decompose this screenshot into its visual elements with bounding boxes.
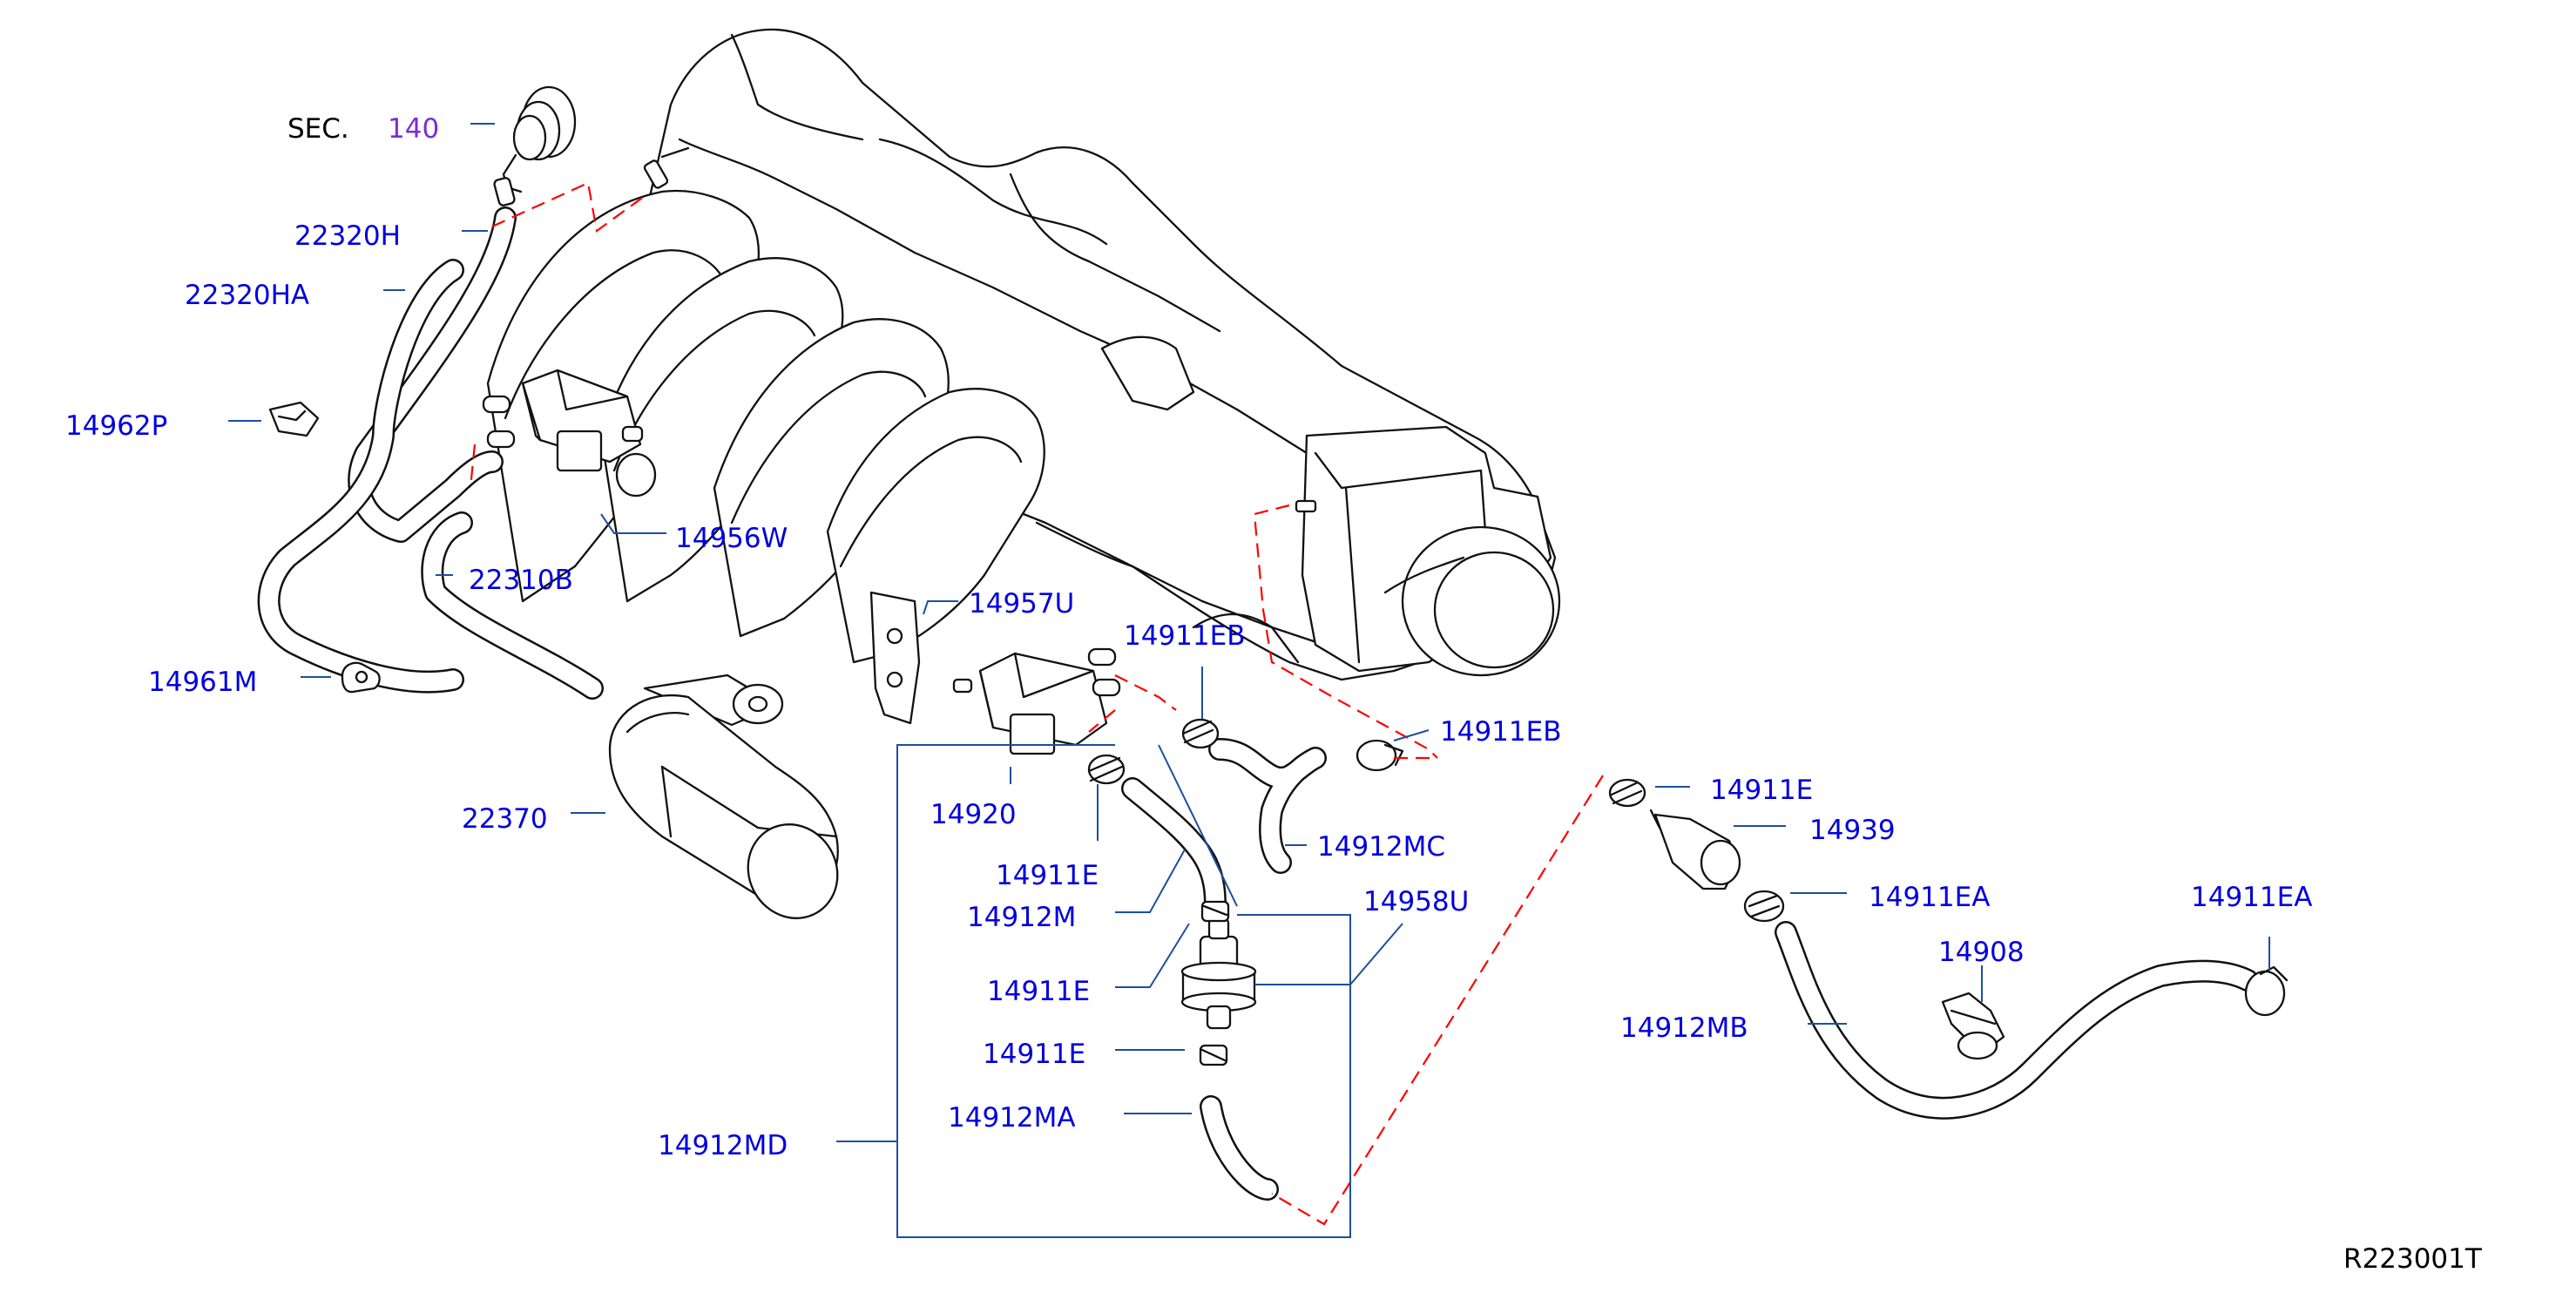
section-prefix: SEC. xyxy=(287,113,349,145)
diagram-reference-code: R223001T xyxy=(2343,1243,2483,1275)
clamp-14911E-d-illustration xyxy=(1608,778,1646,808)
section-number-link[interactable]: 140 xyxy=(388,113,439,145)
hose-14912MA xyxy=(1200,1095,1279,1201)
clamp-14911EB-a-illustration xyxy=(1181,718,1220,749)
filter-14958U-illustration xyxy=(1180,917,1257,1030)
callout-14912M[interactable]: 14912M xyxy=(967,902,1076,933)
callout-14920[interactable]: 14920 xyxy=(930,799,1017,830)
connection-dashes xyxy=(469,181,1604,1226)
callout-22320H[interactable]: 22320H xyxy=(294,220,401,252)
callout-14911EB-top[interactable]: 14911EB xyxy=(1124,620,1245,652)
callout-14911EB-right[interactable]: 14911EB xyxy=(1440,716,1561,748)
hose-22310B xyxy=(421,511,604,700)
intake-manifold-illustration xyxy=(486,28,1561,681)
section-reference: SEC. 140 xyxy=(287,113,439,145)
solenoid-valve-14956W-illustration xyxy=(482,369,657,498)
hose-14912MB xyxy=(1775,921,2259,1120)
clip-14908-illustration xyxy=(1941,992,2005,1060)
callout-14911EA-right[interactable]: 14911EA xyxy=(2191,882,2312,913)
part-callouts: 22320H 22320HA 14962P 14956W 22310B 1496… xyxy=(65,220,2312,1161)
canister-22370-illustration xyxy=(608,674,839,919)
callout-14912MD[interactable]: 14912MD xyxy=(658,1130,788,1161)
valve-14920-illustration xyxy=(952,647,1121,755)
callout-14958U[interactable]: 14958U xyxy=(1363,886,1469,917)
clamp-14911E-b-illustration xyxy=(1200,900,1230,923)
sec140-valve-illustration xyxy=(493,85,577,206)
hose-14912M xyxy=(1121,777,1227,917)
callout-14911EA-left[interactable]: 14911EA xyxy=(1869,882,1990,913)
callout-14911E-right[interactable]: 14911E xyxy=(1710,775,1813,806)
callout-22320HA[interactable]: 22320HA xyxy=(185,280,309,311)
callout-14911E-upper[interactable]: 14911E xyxy=(996,860,1099,891)
callout-14908[interactable]: 14908 xyxy=(1938,937,2025,968)
callout-22310B[interactable]: 22310B xyxy=(469,565,573,596)
callout-14961M[interactable]: 14961M xyxy=(148,667,257,698)
callout-14912MA[interactable]: 14912MA xyxy=(948,1102,1076,1134)
callout-14911E-lower[interactable]: 14911E xyxy=(983,1039,1085,1070)
callout-14956W[interactable]: 14956W xyxy=(675,523,788,554)
clip-14961M-illustration xyxy=(341,661,381,694)
hose-22320HA xyxy=(257,259,464,694)
callout-14912MC[interactable]: 14912MC xyxy=(1317,831,1445,863)
hose-14912MC xyxy=(1208,738,1327,874)
clamp-14911EB-b-illustration xyxy=(1356,739,1404,772)
clip-14962P-illustration xyxy=(268,401,320,437)
bracket-14957U-illustration xyxy=(869,591,921,725)
hose-22320H xyxy=(348,206,517,543)
callout-14911E-middle[interactable]: 14911E xyxy=(987,976,1090,1007)
clamp-14911EA-a-illustration xyxy=(1743,890,1785,923)
clamp-14911EA-b-illustration xyxy=(2244,965,2289,1017)
clamp-14911E-c-illustration xyxy=(1199,1044,1228,1066)
valve-14939-illustration xyxy=(1649,809,1741,890)
callout-14962P[interactable]: 14962P xyxy=(65,410,167,442)
clamp-14911E-a-illustration xyxy=(1087,754,1126,785)
callout-leaders xyxy=(228,123,2270,1238)
callout-14912MB[interactable]: 14912MB xyxy=(1620,1012,1748,1044)
callout-22370[interactable]: 22370 xyxy=(462,803,548,835)
callout-14939[interactable]: 14939 xyxy=(1809,815,1896,846)
callout-14957U[interactable]: 14957U xyxy=(969,588,1074,619)
